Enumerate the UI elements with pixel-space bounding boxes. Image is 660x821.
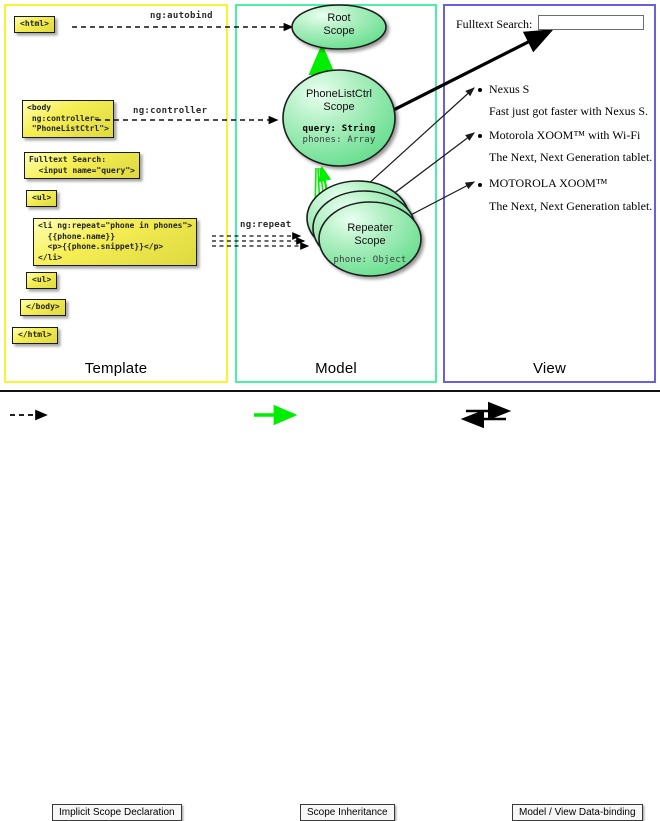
- connector-label-controller: ng:controller: [133, 106, 208, 116]
- view-phone-snippet: The Next, Next Generation tablet.: [489, 150, 653, 164]
- legend: Implicit Scope Declaration Scope Inherit…: [0, 396, 660, 821]
- view-phone-name: Nexus S: [489, 82, 530, 96]
- list-bullet: [478, 88, 482, 92]
- connector-label-autobind: ng:autobind: [150, 11, 213, 21]
- view-phone-snippet: Fast just got faster with Nexus S.: [489, 104, 648, 118]
- legend-divider: [0, 390, 660, 392]
- connector-label-repeat: ng:repeat: [240, 220, 292, 230]
- legend-label-model-view-data-binding: Model / View Data-binding: [512, 804, 643, 821]
- code-box-html-open: <html>: [14, 16, 55, 33]
- legend-label-implicit-scope-declaration: Implicit Scope Declaration: [52, 804, 182, 821]
- list-bullet: [478, 183, 482, 187]
- code-box-li-repeat: <li ng:repeat="phone in phones"> {{phone…: [33, 218, 198, 267]
- diagram-canvas: <html> <body ng:controller= "PhoneListCt…: [0, 4, 660, 821]
- legend-label-scope-inheritance: Scope Inheritance: [300, 804, 395, 821]
- panel-view: [443, 4, 656, 383]
- view-search-label: Fulltext Search:: [456, 17, 533, 31]
- view-phone-name: MOTOROLA XOOM™: [489, 176, 608, 190]
- fulltext-search-input[interactable]: [538, 15, 644, 30]
- code-box-html-close: </html>: [12, 327, 58, 344]
- code-box-body-open: <body ng:controller= "PhoneListCtrl">: [22, 100, 114, 138]
- list-bullet: [478, 134, 482, 138]
- panel-label-view: View: [532, 360, 567, 377]
- panel-label-template: Template: [84, 360, 148, 377]
- code-box-fulltext-search: Fulltext Search: <input name="query">: [24, 152, 140, 180]
- panel-label-model: Model: [315, 360, 357, 377]
- view-phone-name: Motorola XOOM™ with Wi-Fi: [489, 128, 641, 142]
- view-phone-snippet: The Next, Next Generation tablet.: [489, 199, 653, 213]
- code-box-ul-open: <ul>: [26, 190, 58, 207]
- panel-model: [235, 4, 437, 383]
- code-box-body-close: </body>: [20, 299, 66, 316]
- code-box-ul-close: <ul>: [26, 272, 58, 289]
